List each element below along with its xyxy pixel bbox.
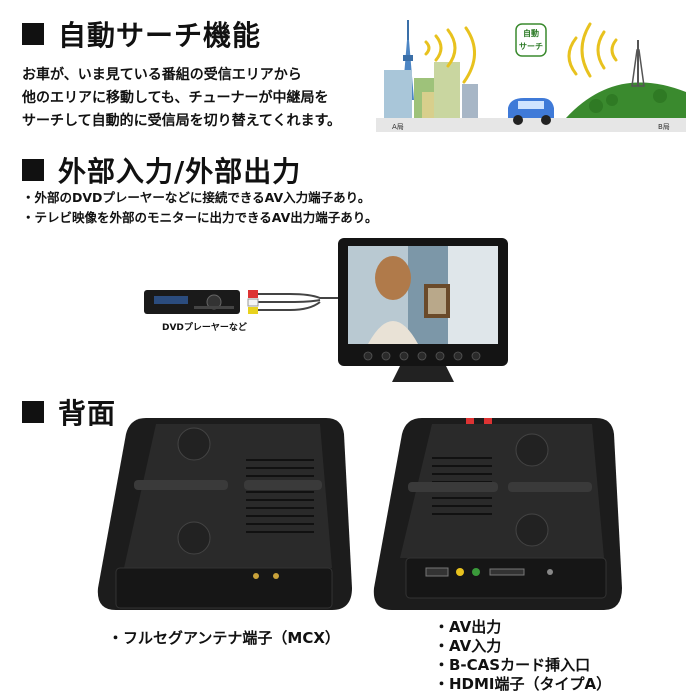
monitor-front-illustration — [338, 238, 508, 382]
av-in-port-icon — [472, 568, 480, 576]
section-title-text: 自動サーチ機能 — [58, 19, 262, 52]
section-title-text: 背面 — [58, 397, 117, 430]
square-bullet-icon — [22, 401, 44, 423]
av-cable-icon — [258, 293, 350, 311]
auto-search-description: お車が、いま見ている番組の受信エリアから 他のエリアに移動しても、チューナーが中… — [22, 64, 392, 133]
hdmi-port-icon — [425, 567, 449, 577]
badge-top-text: 自動 — [523, 28, 539, 38]
caption-line: ・B-CASカード挿入口 — [434, 656, 591, 674]
monitor-buttons — [363, 351, 481, 361]
dvd-player-illustration — [144, 290, 350, 314]
bullet-line: ・外部のDVDプレーヤーなどに接続できるAV入力端子あり。 — [22, 190, 371, 205]
right-tower-icon — [631, 40, 645, 87]
external-io-bullets: ・外部のDVDプレーヤーなどに接続できるAV入力端子あり。 ・テレビ映像を外部の… — [22, 188, 542, 228]
square-bullet-icon — [22, 23, 44, 45]
city-buildings-icon — [384, 62, 478, 118]
caption-line: ・AV出力 — [434, 618, 502, 636]
car-icon — [508, 98, 554, 125]
caption-line: ・HDMI端子（タイプA） — [434, 675, 612, 693]
speaker-grille-icon — [515, 513, 549, 547]
square-bullet-icon — [22, 159, 44, 181]
mcx-antenna-port-icon — [253, 573, 259, 579]
auto-search-badge: 自動 サーチ — [515, 23, 547, 57]
caption-line: ・AV入力 — [434, 637, 502, 655]
signal-waves-left-icon — [424, 26, 476, 84]
monitor-stand — [392, 366, 454, 382]
description-line: お車が、いま見ている番組の受信エリアから — [22, 67, 302, 83]
dvd-player-label: DVDプレーヤーなど — [162, 323, 247, 333]
station-b-label: B局 — [658, 123, 670, 131]
speaker-grille-icon — [515, 433, 549, 467]
description-line: 他のエリアに移動しても、チューナーが中継局を — [22, 90, 329, 106]
rear-view-right-illustration — [373, 418, 622, 610]
speaker-grille-icon — [177, 427, 211, 555]
signal-waves-right-icon — [567, 22, 618, 78]
mcx-antenna-port-icon — [273, 573, 279, 579]
section-title-rear: 背面 — [22, 392, 116, 432]
description-line: サーチして自動的に受信局を切り替えてくれます。 — [22, 113, 342, 129]
av-out-port-icon — [456, 568, 464, 576]
bullet-line: ・テレビ映像を外部のモニターに出力できるAV出力端子あり。 — [22, 210, 378, 225]
left-rear-caption: ・フルセグアンテナ端子（MCX） — [108, 629, 340, 647]
right-rear-captions: ・AV出力 ・AV入力 ・B-CASカード挿入口 ・HDMI端子（タイプA） — [434, 618, 611, 694]
section-title-text: 外部入力/外部出力 — [58, 155, 302, 188]
station-a-label: A局 — [392, 123, 404, 131]
badge-bottom-text: サーチ — [519, 42, 543, 51]
section-title-auto-search: 自動サーチ機能 — [22, 14, 261, 54]
bcas-slot-icon — [489, 568, 525, 576]
hill-icon — [566, 82, 686, 118]
ground — [376, 118, 686, 132]
section-title-external-io: 外部入力/外部出力 — [22, 150, 301, 190]
auto-search-illustration: 自動 サーチ A局 B局 — [376, 20, 686, 132]
rear-view-left-illustration — [97, 418, 352, 610]
